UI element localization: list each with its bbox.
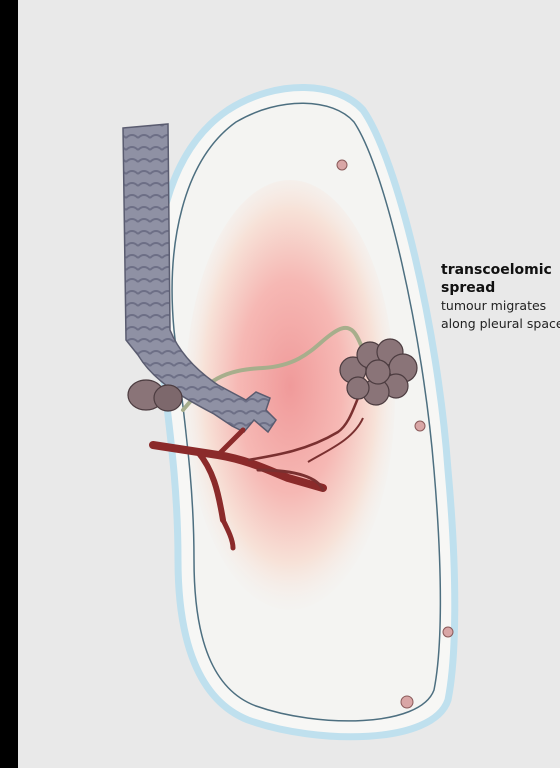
pleural-nodule	[401, 696, 413, 708]
annotation-label: transcoelomic spread tumour migrates alo…	[441, 261, 560, 333]
pleural-nodule	[337, 160, 347, 170]
diagram-panel: transcoelomic spread tumour migrates alo…	[18, 0, 560, 768]
annotation-description: tumour migrates along pleural space	[441, 297, 560, 333]
hilar-lymph-node	[154, 385, 182, 411]
pleural-nodule	[415, 421, 425, 431]
lung-diagram	[18, 0, 560, 768]
annotation-title: transcoelomic spread	[441, 261, 560, 297]
pleural-nodule	[443, 627, 453, 637]
